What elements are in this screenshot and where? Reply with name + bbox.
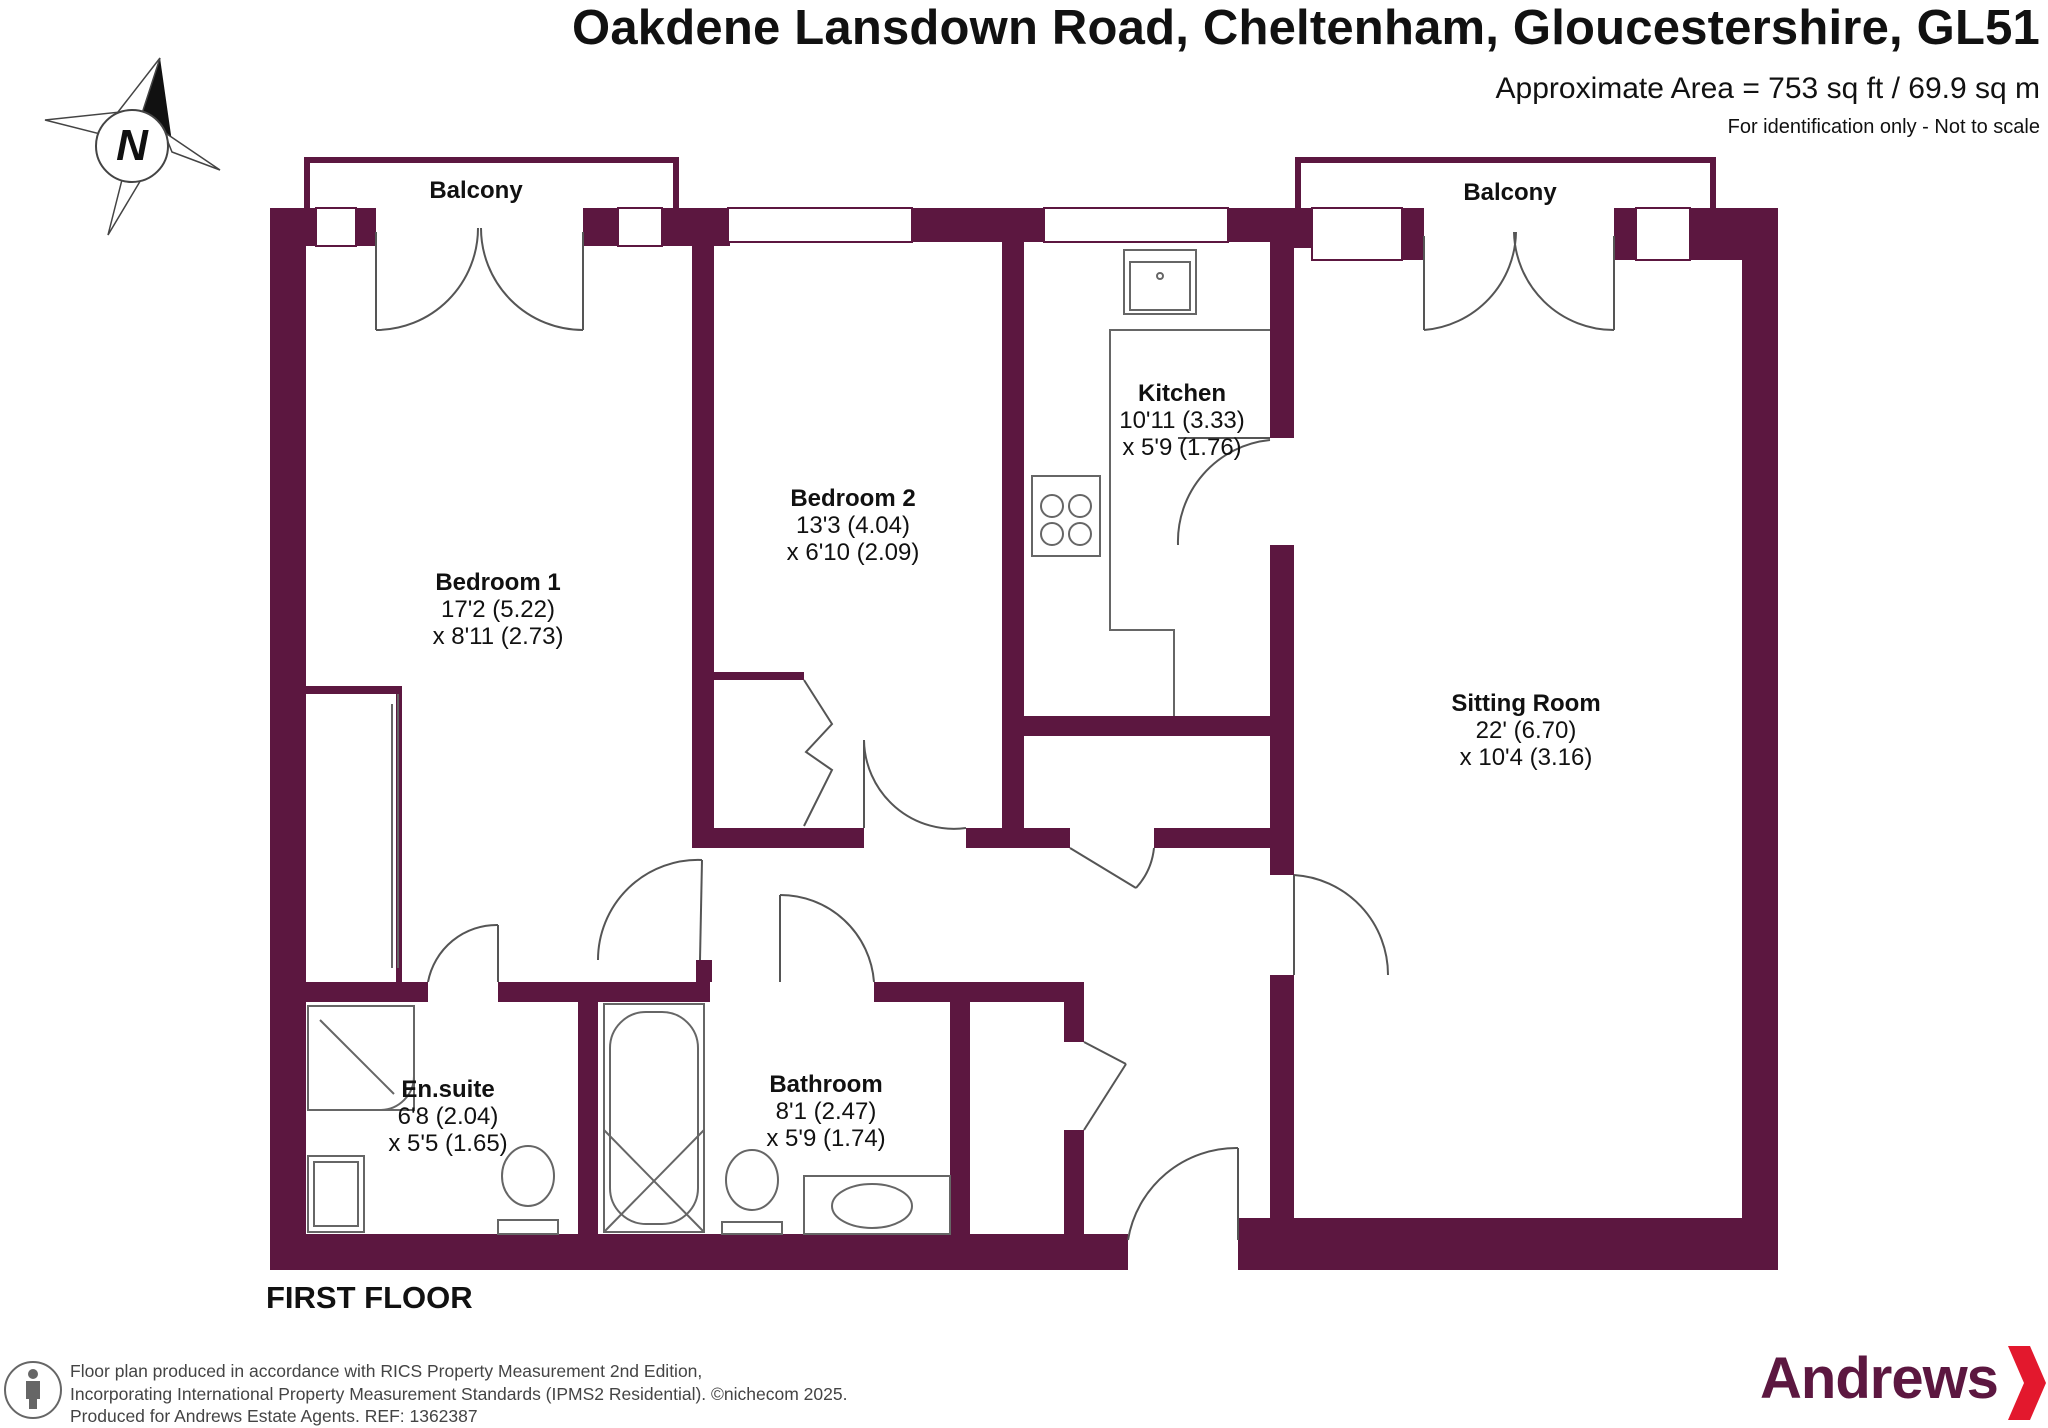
windows (315, 207, 1691, 261)
room-dimension: x 8'11 (2.73) (433, 623, 564, 650)
room-dimension: 6'8 (2.04) (398, 1103, 499, 1130)
room-name: Sitting Room (1451, 690, 1600, 717)
accessibility-person-icon (4, 1361, 62, 1419)
brand-logo: Andrews (1760, 1346, 1999, 1411)
north-compass-icon: N (44, 57, 221, 236)
footer-line: Produced for Andrews Estate Agents. REF:… (70, 1406, 478, 1426)
balcony-label-right: Balcony (1463, 179, 1557, 206)
room-bedroom2: Bedroom 2 13'3 (4.04) x 6'10 (2.09) (787, 485, 920, 566)
room-dimension: 17'2 (5.22) (441, 596, 555, 623)
room-kitchen: Kitchen 10'11 (3.33) x 5'9 (1.76) (1119, 380, 1245, 461)
compass-north-letter: N (116, 121, 149, 170)
room-name: Bathroom (769, 1071, 882, 1098)
room-dimension: 13'3 (4.04) (796, 512, 910, 539)
room-bedroom1: Bedroom 1 17'2 (5.22) x 8'11 (2.73) (433, 569, 564, 650)
property-address-title: Oakdene Lansdown Road, Cheltenham, Glouc… (572, 1, 2040, 55)
scale-note: For identification only - Not to scale (1727, 116, 2040, 138)
room-dimension: x 10'4 (3.16) (1460, 744, 1593, 771)
room-dimension: 8'1 (2.47) (776, 1098, 877, 1125)
balcony-outlines (304, 157, 1716, 210)
room-dimension: x 5'9 (1.76) (1122, 434, 1241, 461)
room-name: En.suite (401, 1076, 494, 1103)
door-swings (375, 227, 1615, 1241)
approximate-area: Approximate Area = 753 sq ft / 69.9 sq m (1495, 72, 2040, 105)
room-dimension: 22' (6.70) (1476, 717, 1577, 744)
room-dimension: 10'11 (3.33) (1119, 407, 1245, 434)
floor-label: FIRST FLOOR (266, 1280, 473, 1315)
footer-line: Floor plan produced in accordance with R… (70, 1361, 703, 1381)
fixtures (307, 249, 1270, 1235)
room-name: Bedroom 2 (790, 485, 915, 512)
footer-line: Incorporating International Property Mea… (70, 1383, 848, 1404)
room-dimension: x 5'9 (1.74) (766, 1125, 885, 1152)
room-name: Kitchen (1138, 380, 1226, 407)
room-sitting-room: Sitting Room 22' (6.70) x 10'4 (3.16) (1451, 690, 1600, 771)
brand-chevron-icon (2008, 1346, 2046, 1420)
room-dimension: x 6'10 (2.09) (787, 539, 920, 566)
balcony-label-left: Balcony (429, 177, 523, 204)
room-dimension: x 5'5 (1.65) (388, 1130, 507, 1157)
walls (270, 208, 1778, 1270)
room-ensuite: En.suite 6'8 (2.04) x 5'5 (1.65) (388, 1076, 507, 1157)
room-bathroom: Bathroom 8'1 (2.47) x 5'9 (1.74) (766, 1071, 885, 1152)
footer-notes: Floor plan produced in accordance with R… (70, 1360, 847, 1428)
room-name: Bedroom 1 (435, 569, 560, 596)
